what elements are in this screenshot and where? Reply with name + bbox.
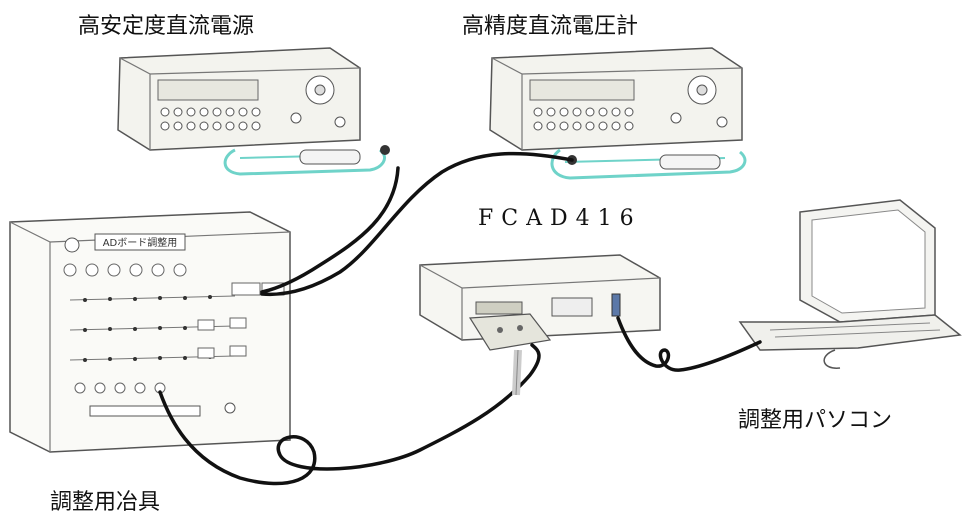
voltmeter-label: 高精度直流電圧計 — [462, 14, 639, 39]
adjustment-jig: ADボード調整用 — [9, 211, 291, 453]
power-supply-label: 高安定度直流電源 — [78, 14, 255, 39]
device-label: FCAD416 — [478, 206, 642, 231]
jig-panel-title: ADボード調整用 — [103, 236, 178, 249]
voltmeter-instrument — [489, 47, 747, 180]
laptop-pc — [738, 199, 962, 369]
power-supply-instrument — [117, 47, 390, 176]
pc-label: 調整用パソコン — [738, 408, 893, 433]
fcad416-device — [419, 254, 661, 351]
